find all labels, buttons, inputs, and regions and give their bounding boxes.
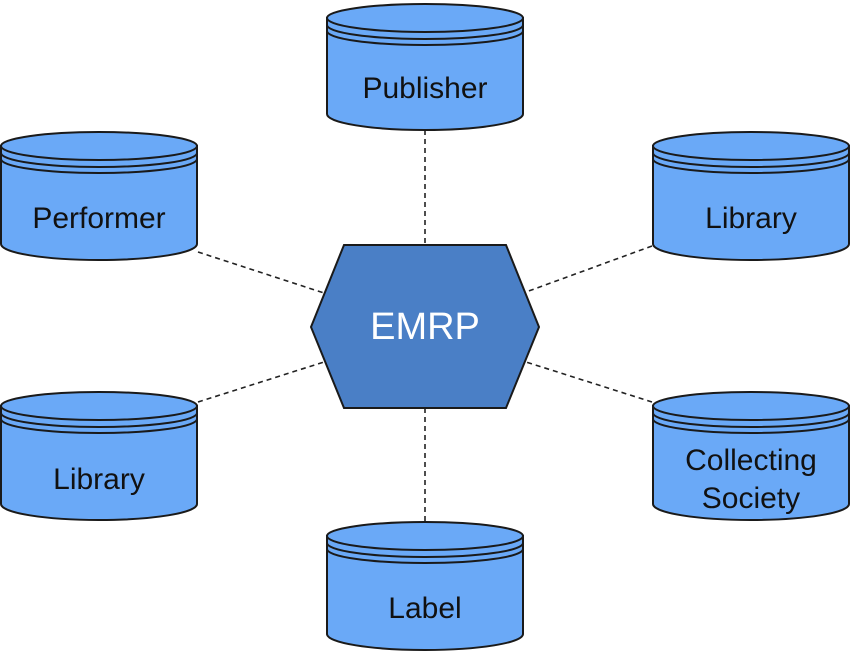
cylinder-top xyxy=(0,391,198,421)
node-label-publisher: Publisher xyxy=(362,72,487,105)
node-collecting-society: Collecting Society xyxy=(652,391,850,521)
cylinder-ring xyxy=(326,30,524,46)
connectors xyxy=(197,130,653,524)
node-label-collecting-society-line2: Society xyxy=(702,482,800,515)
cylinder-top xyxy=(326,521,524,551)
cylinder-top xyxy=(652,391,850,421)
cylinder-ring xyxy=(652,158,850,174)
node-label-library-bottom: Library xyxy=(53,463,145,496)
cylinder-body xyxy=(652,405,850,521)
node-label-library-top: Library xyxy=(705,202,797,235)
hub-hexagon xyxy=(309,244,541,409)
cylinder-ring xyxy=(652,418,850,434)
cylinder-ring xyxy=(652,152,850,168)
node-label-collecting-society-line1: Collecting xyxy=(685,444,817,477)
cylinder-ring xyxy=(326,24,524,40)
cylinder-body xyxy=(0,145,198,261)
cylinder-ring xyxy=(0,412,198,428)
node-label-label: Label xyxy=(388,592,461,625)
node-label-performer: Performer xyxy=(32,202,165,235)
hub-label: EMRP xyxy=(370,306,480,348)
cylinder-body xyxy=(652,145,850,261)
cylinder-top xyxy=(0,131,198,161)
node-performer: Performer xyxy=(0,131,198,261)
node-library-bottom: Library xyxy=(0,391,198,521)
node-library-top: Library xyxy=(652,131,850,261)
cylinder-ring xyxy=(0,152,198,168)
connector-performer xyxy=(197,251,325,294)
connector-collecting-society xyxy=(525,361,653,403)
cylinder-ring xyxy=(326,548,524,564)
node-publisher: Publisher xyxy=(326,3,524,131)
connector-library-top xyxy=(525,245,653,293)
cylinder-ring xyxy=(0,418,198,434)
cylinder-body xyxy=(326,535,524,651)
node-label: Label xyxy=(326,521,524,651)
cylinder-ring xyxy=(652,412,850,428)
cylinder-ring xyxy=(326,542,524,558)
cylinder-body xyxy=(0,405,198,521)
hub-emrp: EMRP xyxy=(309,244,541,409)
cylinder-top xyxy=(652,131,850,161)
connector-library-bottom xyxy=(197,361,325,403)
cylinder-body xyxy=(326,17,524,131)
cylinder-top xyxy=(326,3,524,33)
cylinder-ring xyxy=(0,158,198,174)
